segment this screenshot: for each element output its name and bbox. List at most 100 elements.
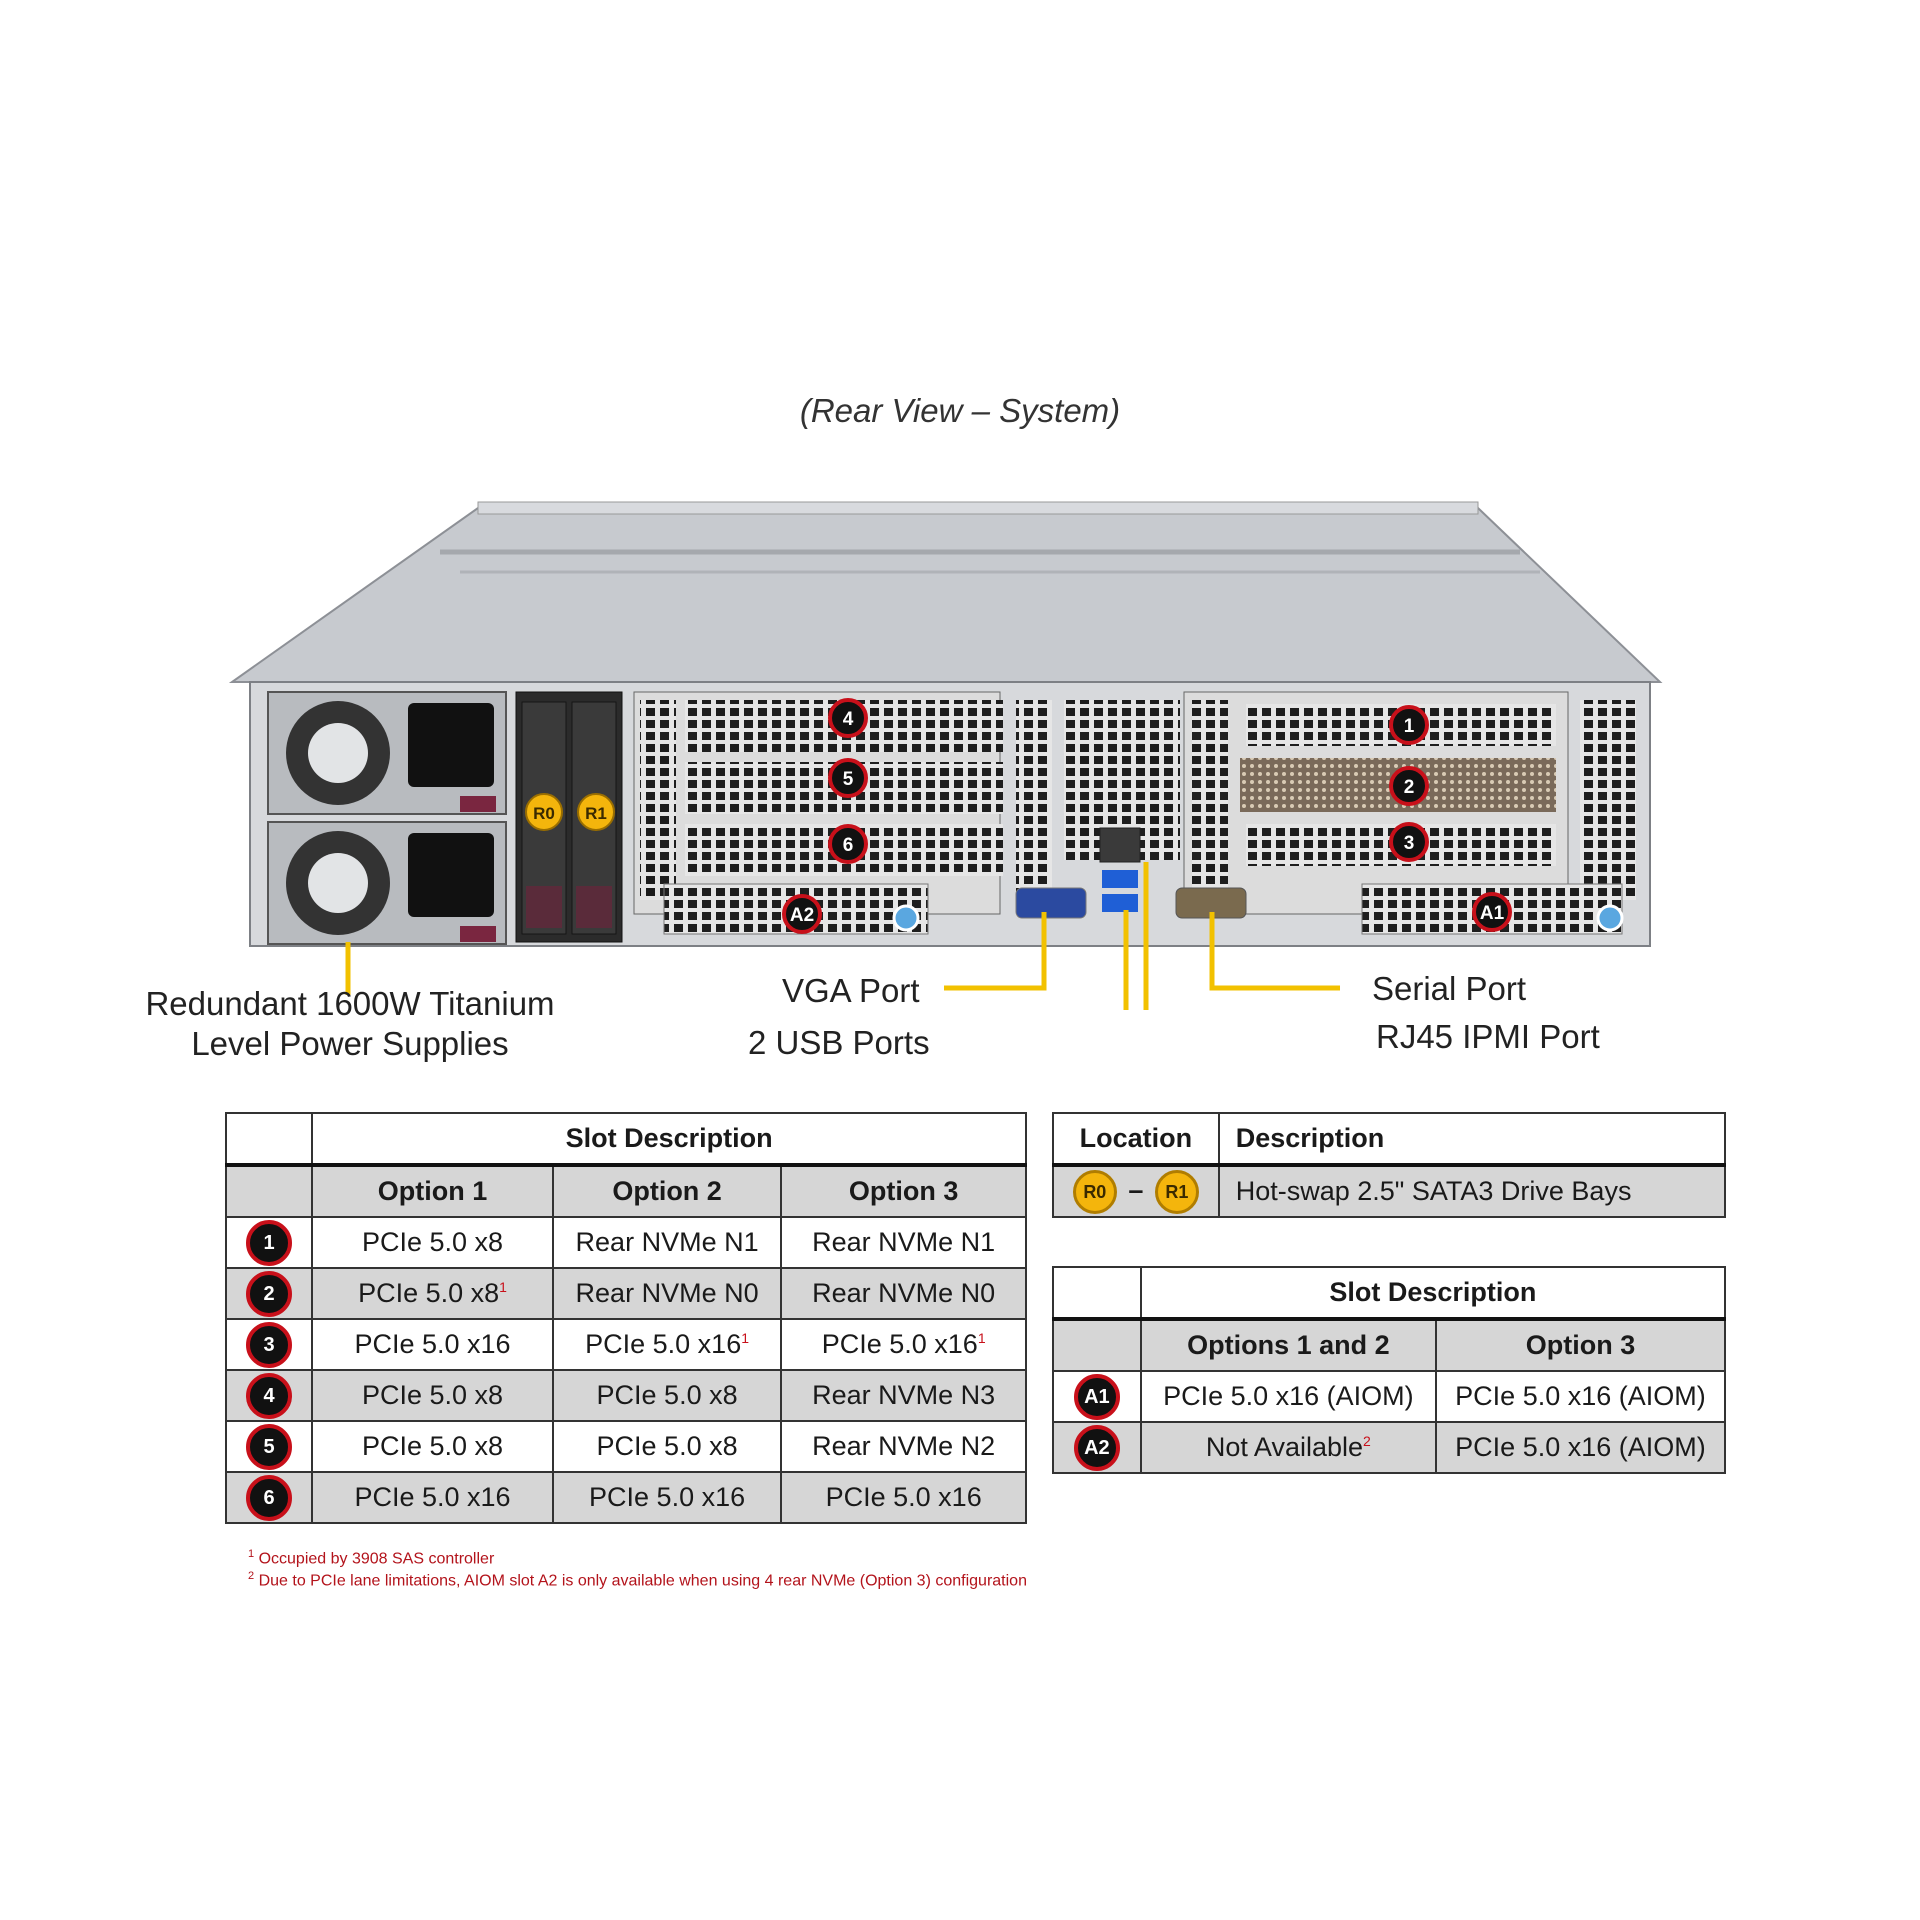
pcie-table-corner (224, 1112, 314, 1167)
aiom-badge-1-label: A1 (1480, 903, 1505, 924)
slot-badge-5: 5 (828, 758, 868, 798)
location-table: Location Description R0 – R1 Hot-swap 2.… (1052, 1112, 1727, 1218)
pcie-header-option-2: Option 2 (551, 1164, 783, 1218)
pcie-cell-text: Rear NVMe N0 (812, 1278, 996, 1308)
drive-bay-badge-0: R0 (525, 793, 563, 831)
view-title: (Rear View – System) (799, 392, 1121, 429)
aiom-badge-2-label: A2 (790, 905, 814, 926)
slot-badge-2-label: 2 (1404, 777, 1415, 798)
pcie-header-option-3: Option 3 (780, 1164, 1027, 1218)
usb-connector-2 (1102, 894, 1138, 912)
vga-callout: VGA Port (782, 972, 920, 1009)
psu-callout-line2: Level Power Supplies (191, 1025, 509, 1062)
slot-badge: 4 (246, 1372, 293, 1419)
pcie-cell-option-2: PCIe 5.0 x161 (551, 1318, 783, 1371)
pcie-cell-text: Rear NVMe N3 (812, 1380, 996, 1410)
pcie-cell-text: Rear NVMe N2 (812, 1431, 996, 1461)
slot-badge-1-label: 1 (1404, 716, 1415, 737)
pcie-cell-text: PCIe 5.0 x8 (361, 1431, 504, 1461)
aiom-header-options-1-2: Options 1 and 2 (1139, 1318, 1437, 1372)
psu-1 (267, 691, 507, 815)
pcie-row: 5 PCIe 5.0 x8 PCIe 5.0 x8 Rear NVMe N2 (224, 1420, 1027, 1473)
slot-badge-5-label: 5 (843, 769, 854, 790)
aiom-cell-2: PCIe 5.0 x16 (AIOM) (1434, 1421, 1727, 1474)
vga-connector (1015, 887, 1087, 919)
pcie-cell-option-2: PCIe 5.0 x16 (551, 1471, 783, 1524)
pcie-cell-option-1: PCIe 5.0 x8 (311, 1420, 554, 1473)
drive-bay-badge-0-label: R0 (533, 804, 555, 823)
pcie-cell-text: PCIe 5.0 x8 (361, 1380, 504, 1410)
pcie-cell-option-2: PCIe 5.0 x8 (551, 1420, 783, 1473)
usb-connector-1 (1102, 870, 1138, 888)
serial-callout: Serial Port (1372, 970, 1527, 1007)
aiom-badge-2: A2 (782, 894, 822, 934)
pcie-cell-text: PCIe 5.0 x16 (825, 1482, 982, 1512)
slot-number-cell: 5 (224, 1420, 314, 1473)
slot-number-cell: 1 (224, 1216, 314, 1269)
pcie-slot-table: Slot Description Option 1 Option 2 Optio… (224, 1112, 1027, 1524)
rj45-ipmi-connector (1099, 827, 1141, 863)
slot-badge-6-label: 6 (843, 835, 854, 856)
slot-badge: 2 (246, 1270, 293, 1317)
aiom-cell-1: Not Available2 (1139, 1421, 1437, 1474)
slot-badge-3-label: 3 (1404, 833, 1415, 854)
aiom-cell-text: PCIe 5.0 x16 (AIOM) (1455, 1432, 1706, 1462)
pcie-cell-option-3: Rear NVMe N3 (780, 1369, 1027, 1422)
aiom-badge: A1 (1073, 1373, 1120, 1420)
aiom-cell-2: PCIe 5.0 x16 (AIOM) (1434, 1370, 1727, 1423)
usb-callout: 2 USB Ports (748, 1024, 930, 1061)
slot-number-cell: 2 (224, 1267, 314, 1320)
pcie-cell-option-3: PCIe 5.0 x16 (780, 1471, 1027, 1524)
pcie-cell-text: PCIe 5.0 x16 (821, 1329, 978, 1359)
location-dash: – (1128, 1174, 1144, 1205)
aiom-badge-1: A1 (1472, 892, 1512, 932)
pcie-cell-text: Rear NVMe N0 (575, 1278, 759, 1308)
slot-badge-4-label: 4 (843, 709, 854, 730)
pcie-cell-text: PCIe 5.0 x8 (596, 1431, 738, 1461)
slot-number-cell: 4 (224, 1369, 314, 1422)
slot-badge: 5 (246, 1423, 293, 1470)
location-description: Hot-swap 2.5" SATA3 Drive Bays (1217, 1164, 1727, 1218)
psu-callout-line1: Redundant 1600W Titanium (145, 985, 555, 1022)
aiom-cell-text: Not Available (1205, 1432, 1364, 1462)
description-header: Description (1217, 1112, 1727, 1167)
aiom-header-option-3: Option 3 (1434, 1318, 1727, 1372)
pcie-cell-text: PCIe 5.0 x8 (596, 1380, 738, 1410)
pcie-cell-text: PCIe 5.0 x16 (585, 1329, 742, 1359)
pcie-cell-option-3: Rear NVMe N0 (780, 1267, 1027, 1320)
pcie-table-title: Slot Description (311, 1112, 1027, 1167)
slot-badge-6: 6 (828, 824, 868, 864)
aiom-slot-cell: A1 (1052, 1370, 1142, 1423)
pcie-cell-option-1: PCIe 5.0 x81 (311, 1267, 554, 1320)
slot-number-cell: 3 (224, 1318, 314, 1371)
pcie-cell-text: PCIe 5.0 x8 (358, 1278, 500, 1308)
drive-badge-r0: R0 (1072, 1169, 1117, 1214)
slot-badge-3: 3 (1389, 822, 1429, 862)
callout-lines (345, 862, 1340, 1010)
aiom-cell-1: PCIe 5.0 x16 (AIOM) (1139, 1370, 1437, 1423)
drive-badge-r1: R1 (1154, 1169, 1199, 1214)
pcie-cell-option-2: Rear NVMe N0 (551, 1267, 783, 1320)
footnote-marker: 2 (1363, 1433, 1371, 1449)
aiom-slot-cell: A2 (1052, 1421, 1142, 1474)
aiom-cell-text: PCIe 5.0 x16 (AIOM) (1455, 1381, 1706, 1411)
pcie-cell-option-2: Rear NVMe N1 (551, 1216, 783, 1269)
pcie-cell-option-1: PCIe 5.0 x8 (311, 1369, 554, 1422)
slot-badge-1: 1 (1389, 705, 1429, 745)
pcie-cell-option-1: PCIe 5.0 x16 (311, 1318, 554, 1371)
ipmi-callout: RJ45 IPMI Port (1376, 1018, 1600, 1055)
slot-badge-4: 4 (828, 698, 868, 738)
slot-number-cell: 6 (224, 1471, 314, 1524)
footnote-marker: 1 (499, 1279, 507, 1295)
pcie-cell-text: PCIe 5.0 x16 (589, 1482, 746, 1512)
location-cell: R0 – R1 (1052, 1164, 1220, 1218)
slot-badge: 6 (246, 1474, 293, 1521)
pcie-cell-text: PCIe 5.0 x8 (361, 1227, 504, 1257)
pcie-cell-option-3: PCIe 5.0 x161 (780, 1318, 1027, 1371)
pcie-cell-text: Rear NVMe N1 (575, 1227, 759, 1257)
pcie-cell-option-1: PCIe 5.0 x8 (311, 1216, 554, 1269)
